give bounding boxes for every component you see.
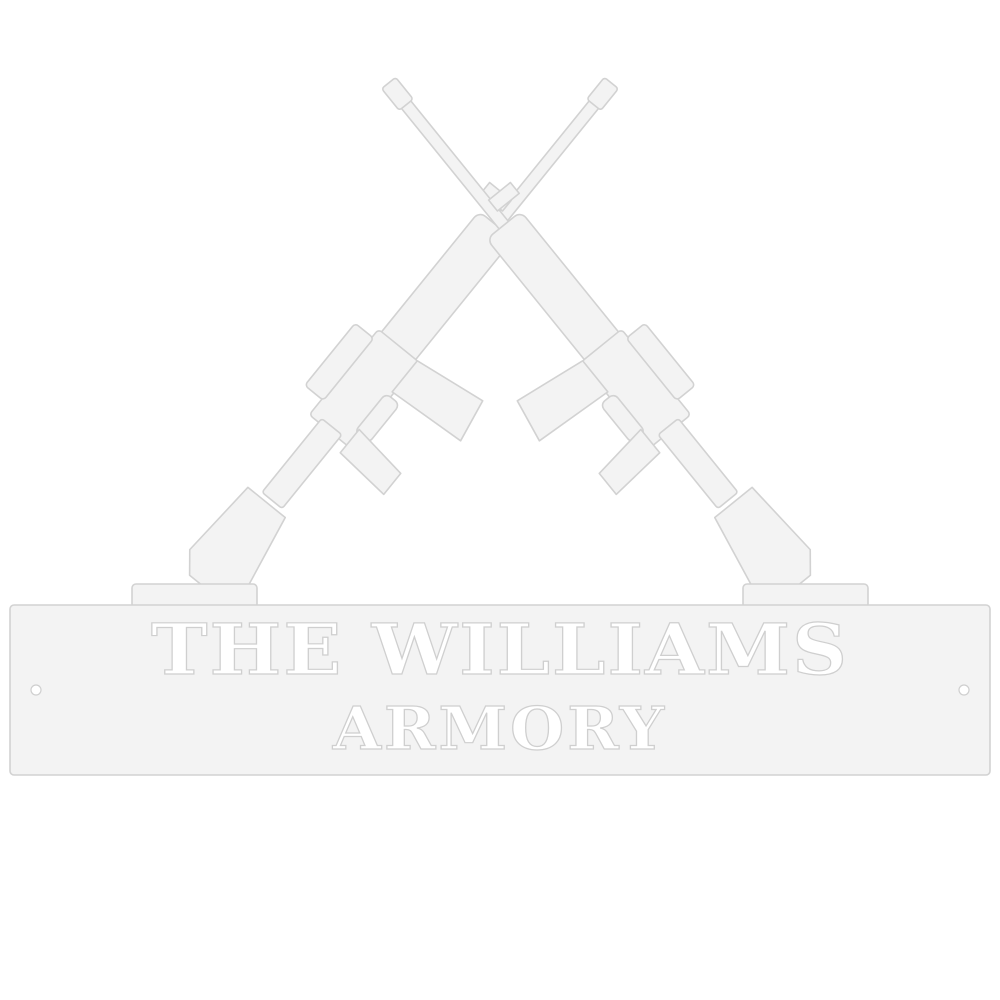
name-plate <box>9 604 991 776</box>
mounting-hole-right <box>958 684 970 696</box>
sign-subtitle: ARMORY <box>332 693 668 764</box>
mounting-hole-left <box>30 684 42 696</box>
sign-title: THE WILLIAMS <box>150 608 850 691</box>
